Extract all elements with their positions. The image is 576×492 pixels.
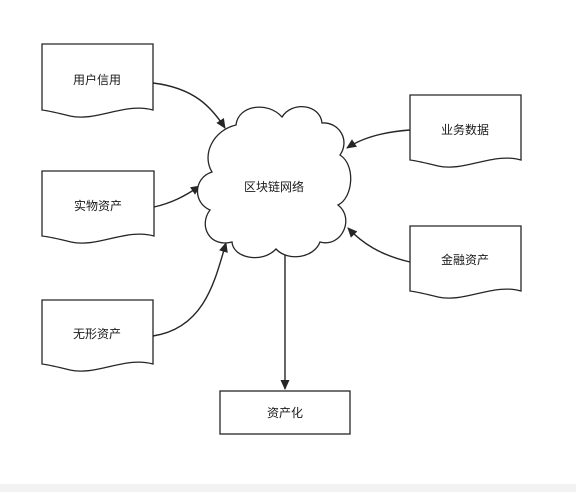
edge-financial-assets-to-blockchain [347, 227, 411, 263]
node-user-credit-label: 用户信用 [73, 72, 121, 87]
node-financial-assets: 金融资产 [409, 225, 522, 299]
node-physical-assets: 实物资产 [41, 170, 155, 244]
node-business-data: 业务数据 [409, 94, 522, 168]
edges [152, 82, 411, 390]
edge-business-data-to-blockchain [346, 129, 411, 149]
edge-user-credit-to-blockchain [152, 82, 226, 129]
node-blockchain-network: 区块链网络 [196, 106, 352, 259]
node-financial-assets-label: 金融资产 [441, 252, 489, 267]
node-assetization: 资产化 [219, 390, 351, 435]
edge-intangible-assets-to-blockchain [152, 242, 228, 337]
footer-band [0, 484, 576, 492]
node-assetization-label: 资产化 [267, 406, 303, 420]
node-blockchain-network-label: 区块链网络 [244, 179, 304, 194]
node-physical-assets-label: 实物资产 [74, 198, 122, 213]
node-intangible-assets-label: 无形资产 [73, 327, 121, 341]
node-user-credit: 用户信用 [41, 43, 154, 118]
node-intangible-assets: 无形资产 [41, 299, 154, 372]
node-business-data-label: 业务数据 [441, 122, 489, 137]
edge-physical-assets-to-blockchain [153, 185, 201, 208]
